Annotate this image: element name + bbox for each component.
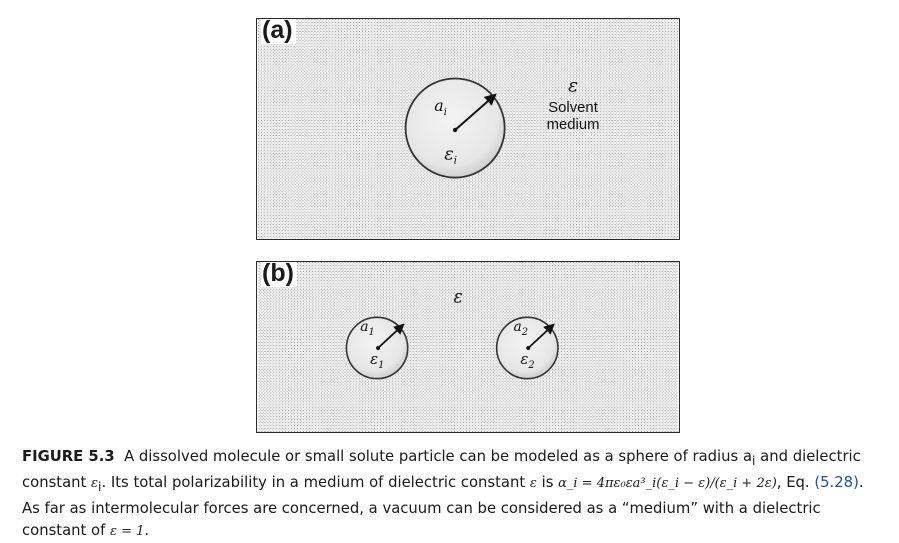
medium-dielectric-label-b: ε (453, 287, 463, 308)
equation-reference-link[interactable]: (5.28) (814, 473, 859, 491)
caption-text-7: . (144, 521, 150, 539)
sphere1-dielectric-label: ε1 (370, 351, 384, 371)
vacuum-formula: ε = 1 (110, 523, 145, 539)
figure-panel-a: ai εi ε Solvent medium (a) (256, 18, 680, 240)
medium-dielectric-label: ε (568, 75, 578, 96)
radius-label-2: a2 (513, 319, 528, 338)
panel-a-label: (a) (261, 19, 296, 44)
polarizability-formula: α_i = 4πε₀εa³_i(ε_i − ε)/(ε_i + 2ε) (558, 475, 777, 491)
solvent-label-line1: Solvent (548, 100, 598, 116)
figure-number: FIGURE 5.3 (22, 448, 115, 465)
caption-text-2: and dielectric constant (22, 448, 861, 491)
panel-a-drawing: ai εi ε Solvent medium (257, 19, 679, 239)
sphere-dielectric-label: εi (444, 144, 457, 167)
panel-b-label: (b) (261, 262, 297, 287)
medium-fill (258, 262, 678, 432)
caption-text-3: . Its total polarizability in a medium o… (101, 473, 530, 491)
caption-eps: ε (529, 475, 537, 491)
caption-sub-1: i (752, 453, 756, 468)
sphere2-dielectric-label: ε2 (520, 351, 534, 371)
radius-arrow-1 (377, 323, 405, 349)
caption-text-4: is (536, 473, 559, 491)
radius-arrow-2 (527, 323, 555, 349)
radius-arrow (454, 93, 497, 131)
figure-caption: FIGURE 5.3 A dissolved molecule or small… (22, 446, 882, 543)
caption-eps-i: ε (91, 475, 99, 491)
radius-label: ai (434, 96, 447, 118)
caption-text-5: , Eq. (776, 473, 815, 491)
solvent-label-line2: medium (547, 117, 600, 133)
radius-label-1: a1 (360, 319, 375, 338)
figure-panel-b: ε a1 ε1 a2 ε2 (b) (256, 261, 680, 433)
caption-sub-2: i (98, 479, 102, 494)
caption-text-1: A dissolved molecule or small solute par… (124, 448, 753, 465)
panel-b-drawing: ε a1 ε1 a2 ε2 (258, 262, 678, 432)
